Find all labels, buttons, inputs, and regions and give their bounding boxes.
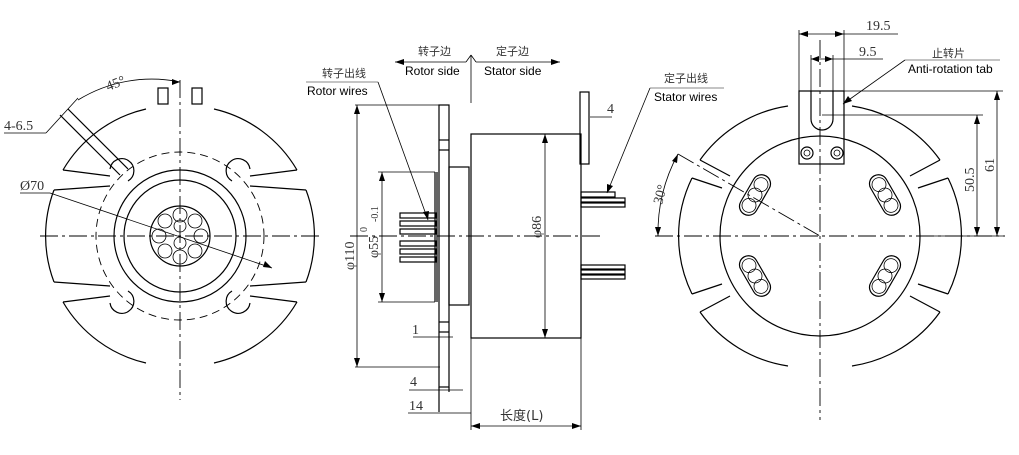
slot-ne <box>225 158 251 182</box>
stator-wires-cn: 定子出线 <box>664 71 708 85</box>
length-label: 长度(L) <box>500 408 543 424</box>
stator-tab <box>579 91 590 165</box>
anti-rotation-cn: 止转片 <box>932 46 965 60</box>
stator-side-en: Stator side <box>484 64 542 78</box>
dia-55-tol-upper: 0 <box>359 227 370 232</box>
stator-wire-bundle <box>580 191 626 280</box>
rotor-wires-leader <box>377 81 429 221</box>
stator-side-cn: 定子边 <box>496 44 529 58</box>
rotor-side-en: Rotor side <box>405 64 460 78</box>
stator-wires-en: Stator wires <box>654 90 717 104</box>
dim-14: 14 <box>409 399 423 414</box>
slot-nw <box>109 158 135 182</box>
dia-55-label: φ55 <box>367 236 382 258</box>
angle-30-label: 30° <box>651 183 671 206</box>
dia-55-tol-lower: -0.1 <box>370 206 381 222</box>
front-tab-right <box>191 87 203 105</box>
dim-19-5: 19.5 <box>866 19 891 34</box>
dim-4-top: 4 <box>607 102 614 117</box>
rotor-wire-bundle <box>399 212 437 263</box>
dim-9-5: 9.5 <box>859 45 877 60</box>
dia-110-label: φ110 <box>343 241 358 270</box>
rotor-flange <box>438 104 450 388</box>
front-bore <box>149 205 211 267</box>
front-outer-flange <box>44 108 316 364</box>
anti-rotation-leader <box>842 59 906 105</box>
slot-sw <box>109 290 135 314</box>
rotor-wires-cn: 转子出线 <box>322 66 366 80</box>
slot-se <box>225 290 251 314</box>
dim-4-bottom: 4 <box>410 375 417 390</box>
stator-wires-leader <box>606 87 651 194</box>
front-wire-bundle <box>151 207 209 265</box>
front-ring-1 <box>113 169 247 303</box>
front-pcd-circle <box>95 151 265 321</box>
side-view: 转子边 Rotor side 定子边 Stator side 转子出线 Roto… <box>306 44 724 430</box>
angle-45-arc <box>77 78 181 101</box>
rear-wire-ports <box>738 174 902 297</box>
front-view: 45° 4-6.5 Ø70 <box>4 74 320 400</box>
front-tab-left <box>157 87 169 105</box>
dia-86-label: φ86 <box>530 216 545 238</box>
dim-61: 61 <box>983 158 998 172</box>
rotor-hub <box>448 166 470 306</box>
rotor-side-cn: 转子边 <box>418 44 451 58</box>
angle-45-label: 45° <box>104 74 128 95</box>
rear-notches <box>691 159 949 313</box>
hole-label: 4-6.5 <box>4 119 33 134</box>
slot-line-b <box>67 108 129 170</box>
anti-rotation-en: Anti-rotation tab <box>908 62 993 76</box>
dim-50-5: 50.5 <box>963 168 978 193</box>
rear-view: 19.5 9.5 止转片 Anti-rotation tab 50.5 61 3… <box>651 19 1005 420</box>
angle-30-line <box>677 153 821 237</box>
dia70-label: Ø70 <box>20 179 44 194</box>
front-ring-2 <box>123 179 237 293</box>
hole-leader <box>45 97 79 134</box>
dia70-leader <box>49 192 273 269</box>
front-notches <box>53 169 307 303</box>
dim-1: 1 <box>412 323 419 338</box>
stator-body <box>470 133 582 339</box>
slot-line-a <box>59 114 121 176</box>
tab-slot <box>810 91 834 131</box>
rotor-wires-en: Rotor wires <box>307 84 368 98</box>
anti-rotation-tab <box>798 90 845 165</box>
